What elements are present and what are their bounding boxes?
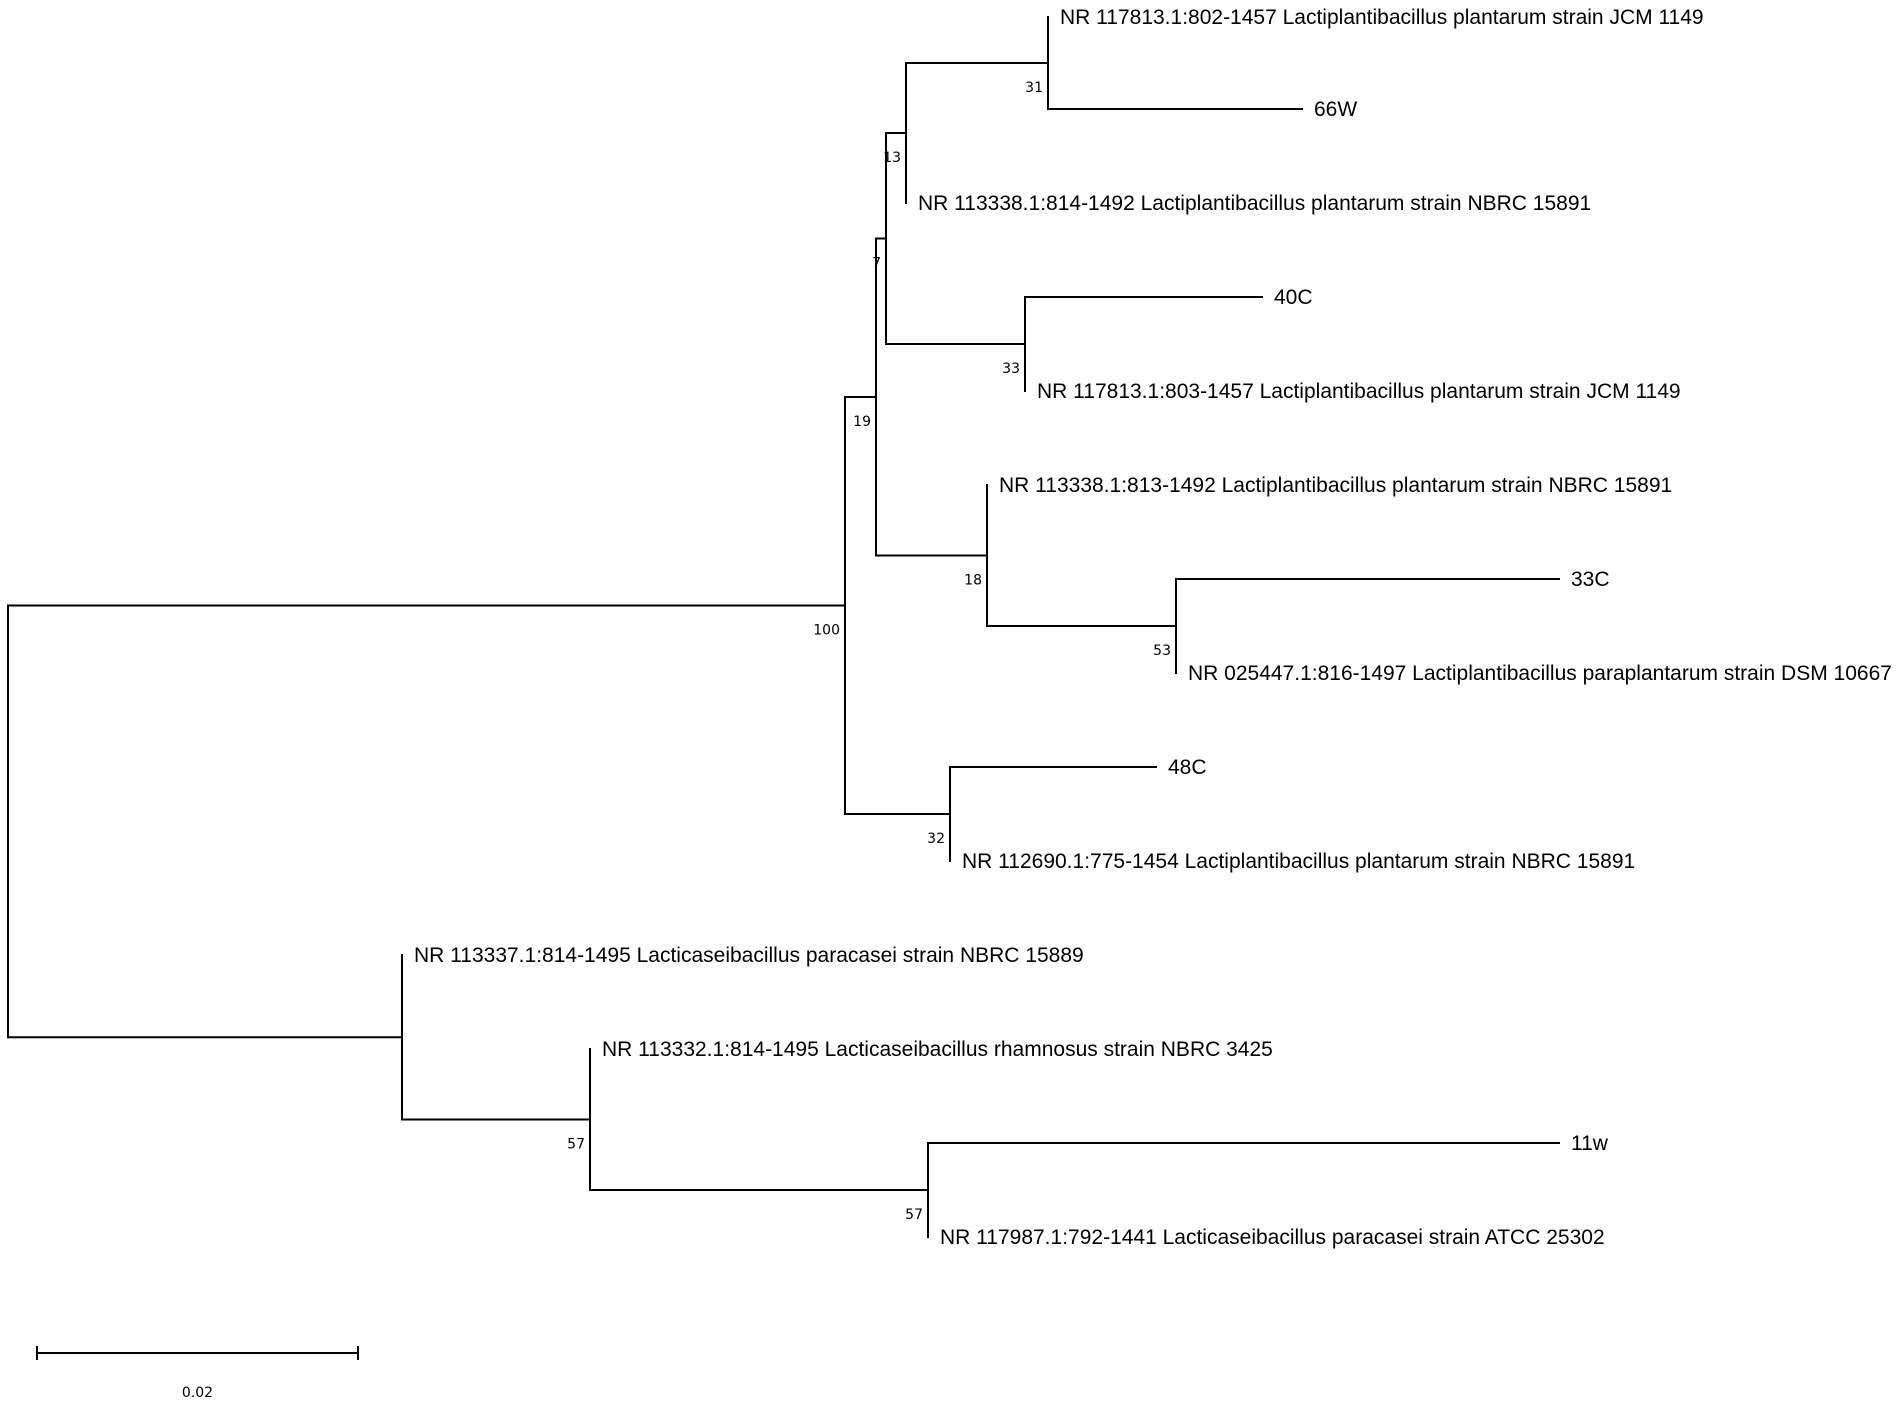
- bootstrap-value: 53: [1153, 643, 1171, 659]
- leaf-label: NR 113332.1:814-1495 Lacticaseibacillus …: [602, 1038, 1273, 1061]
- bootstrap-value: 33: [1002, 361, 1020, 377]
- bootstrap-value: 57: [905, 1207, 923, 1223]
- leaf-label: NR 112690.1:775-1454 Lactiplantibacillus…: [962, 850, 1635, 873]
- leaf-label: NR 117987.1:792-1441 Lacticaseibacillus …: [940, 1226, 1605, 1249]
- bootstrap-value: 100: [813, 623, 840, 639]
- leaf-label: 40C: [1274, 286, 1313, 309]
- tree-branches: [7, 16, 1560, 1238]
- bootstrap-value: 31: [1025, 80, 1043, 96]
- bootstrap-value: 19: [853, 414, 871, 430]
- leaf-label: 33C: [1571, 568, 1610, 591]
- leaf-label: NR 025447.1:816-1497 Lactiplantibacillus…: [1188, 662, 1892, 685]
- leaf-label: 48C: [1168, 756, 1207, 779]
- bootstrap-value: 7: [872, 256, 881, 272]
- scale-bar-label: 0.02: [182, 1385, 213, 1401]
- bootstrap-value: 18: [964, 573, 982, 589]
- leaf-label: 11w: [1571, 1132, 1609, 1155]
- leaf-label: NR 117813.1:803-1457 Lactiplantibacillus…: [1037, 380, 1681, 403]
- bootstrap-value: 13: [883, 150, 901, 166]
- leaf-label: 66W: [1314, 98, 1357, 121]
- bootstrap-value: 32: [927, 831, 945, 847]
- leaf-label: NR 117813.1:802-1457 Lactiplantibacillus…: [1060, 6, 1704, 29]
- leaf-label: NR 113338.1:813-1492 Lactiplantibacillus…: [999, 474, 1672, 497]
- scale-bar: 0.02: [36, 1346, 359, 1401]
- bootstrap-value: 57: [567, 1137, 585, 1153]
- tree-labels: NR 117813.1:802-1457 Lactiplantibacillus…: [414, 6, 1892, 1249]
- leaf-label: NR 113338.1:814-1492 Lactiplantibacillus…: [918, 192, 1591, 215]
- leaf-label: NR 113337.1:814-1495 Lacticaseibacillus …: [414, 944, 1084, 967]
